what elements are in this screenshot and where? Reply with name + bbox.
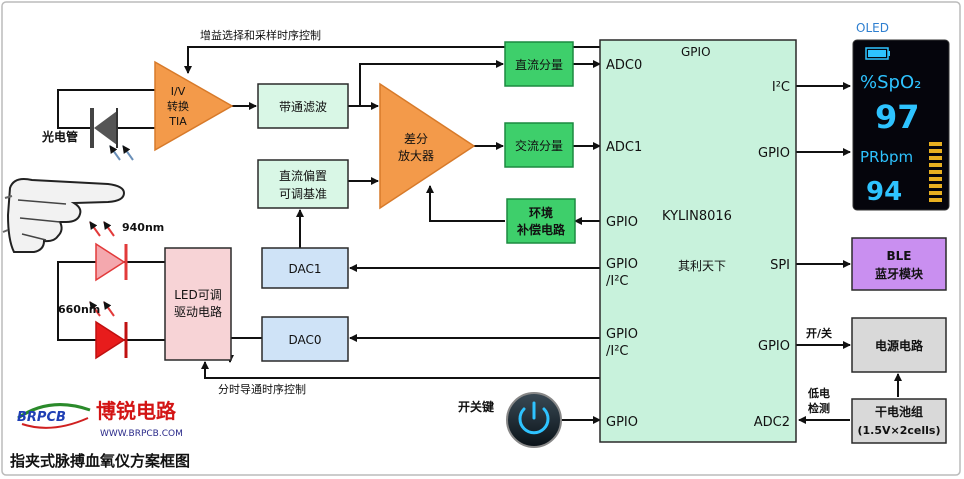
led-940-icon: [89, 221, 128, 282]
mcu-pin-spi: SPI: [770, 258, 790, 273]
env-comp-line2: 补偿电路: [516, 222, 566, 237]
logo-mark: BRPCB: [17, 410, 66, 425]
mcu-name: KYLIN8016: [662, 209, 732, 224]
ble-line1: BLE: [887, 249, 912, 263]
timing-label: 分时导通时序控制: [218, 382, 306, 396]
tia-line1: I/V: [171, 85, 186, 98]
dc-component-box: [504, 41, 574, 87]
battery-line1: 干电池组: [875, 404, 923, 419]
mcu-pin-i2c-dac0: /I²C: [606, 344, 629, 359]
diff-amp-line2: 放大器: [398, 148, 434, 163]
oled-label: OLED: [856, 21, 889, 35]
pulse-bar-icon: [929, 142, 942, 202]
mcu-pin-i2c-dac1: /I²C: [606, 274, 629, 289]
ble-line2: 蓝牙模块: [875, 266, 924, 281]
bandpass-label: 带通滤波: [279, 100, 327, 114]
oled-pr-label: PRbpm: [860, 148, 913, 166]
mcu-block: [599, 39, 797, 443]
mcu-pin-adc0: ADC0: [606, 58, 642, 73]
tia-amplifier: [154, 60, 234, 152]
led-940-label: 940nm: [122, 221, 164, 234]
oled-display: [852, 39, 950, 211]
ac-component-box: [504, 122, 574, 168]
battery-line2: (1.5V×2cells): [858, 424, 941, 437]
dc-bias-line2: 可调基准: [279, 187, 327, 201]
dc-component-label: 直流分量: [515, 58, 563, 72]
battery-icon: [865, 47, 890, 60]
led-driver-line2: 驱动电路: [174, 304, 222, 319]
wires: [57, 46, 902, 424]
led-660-label: 660nm: [58, 303, 100, 316]
photodiode-icon: [90, 108, 134, 161]
mcu-pin-gpio-dac0: GPIO: [606, 327, 638, 342]
on-off-label: 开/关: [806, 326, 832, 340]
ac-component-label: 交流分量: [515, 138, 563, 153]
diff-amp-line1: 差分: [404, 132, 428, 146]
mcu-pin-gpio-key: GPIO: [606, 415, 638, 430]
mcu-pin-adc1: ADC1: [606, 140, 642, 155]
power-button-icon: [506, 392, 562, 448]
brpcb-logo: [17, 403, 91, 429]
oled-spo2-label: %SpO₂: [860, 72, 921, 93]
mcu-pin-gpio-oled: GPIO: [758, 146, 790, 161]
mcu-pin-adc2: ADC2: [754, 415, 790, 430]
diagram-title: 指夹式脉搏血氧仪方案框图: [10, 452, 190, 470]
battery-pack: [851, 398, 947, 444]
dc-bias-reference: [257, 159, 349, 209]
differential-amplifier: [379, 82, 476, 210]
mcu-pin-i2c: I²C: [772, 80, 790, 95]
dac1-label: DAC1: [288, 262, 321, 276]
mcu-vendor: 其利天下: [678, 259, 726, 273]
low-batt-line1: 低电: [807, 386, 830, 400]
oled-spo2-value: 97: [875, 98, 920, 136]
env-compensation-box: [506, 198, 576, 244]
power-label: 电源电路: [875, 338, 924, 353]
power-key-label: 开关键: [458, 399, 494, 414]
led-driver-line1: LED可调: [174, 288, 222, 302]
tia-line3: TIA: [168, 115, 187, 128]
led-660-icon: [89, 301, 128, 360]
low-batt-line2: 检测: [808, 401, 830, 415]
oled-pr-value: 94: [866, 177, 902, 207]
photodiode-label: 光电管: [41, 129, 78, 144]
mcu-pin-top: GPIO: [681, 45, 711, 59]
bandpass-filter: [257, 83, 349, 129]
ble-module: [851, 237, 947, 291]
mcu-pin-gpio-power: GPIO: [758, 339, 790, 354]
dac1-box: [261, 247, 349, 289]
pointing-finger-icon: [2, 178, 126, 253]
led-driver-box: [164, 247, 232, 361]
mcu-pin-gpio-dac1: GPIO: [606, 257, 638, 272]
dc-bias-line1: 直流偏置: [279, 168, 327, 183]
logo-url: WWW.BRPCB.COM: [100, 429, 183, 439]
tia-line2: 转换: [167, 99, 189, 113]
gain-control-label: 增益选择和采样时序控制: [200, 28, 321, 42]
dac0-label: DAC0: [288, 333, 321, 347]
logo-name: 博锐电路: [96, 399, 177, 423]
dac0-box: [261, 316, 349, 362]
env-comp-line1: 环境: [529, 205, 553, 220]
mcu-pin-gpio-env: GPIO: [606, 215, 638, 230]
power-circuit: [851, 317, 947, 373]
